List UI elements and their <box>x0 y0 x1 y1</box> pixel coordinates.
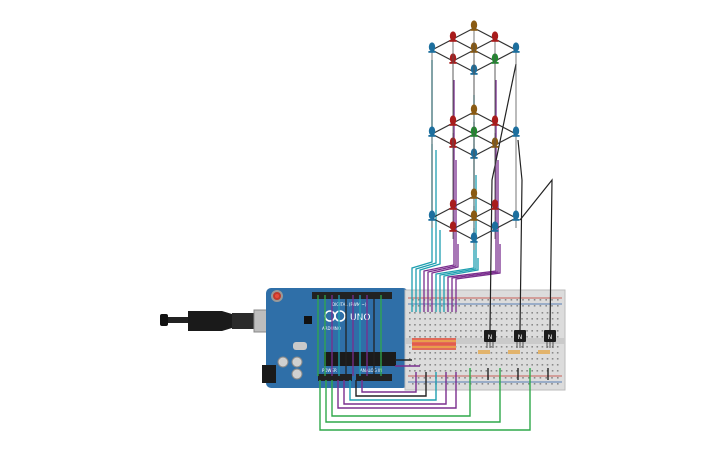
led[interactable] <box>491 115 499 133</box>
led[interactable] <box>491 31 499 49</box>
transistor-2-marking: N <box>518 334 523 341</box>
led[interactable] <box>449 199 457 217</box>
transistor-2[interactable]: N <box>514 330 526 348</box>
wire[interactable] <box>431 244 459 312</box>
bottom-wires[interactable] <box>319 359 549 431</box>
transistor-3-marking: N <box>548 334 553 341</box>
led[interactable] <box>491 221 499 239</box>
power-jack <box>262 365 276 383</box>
wire-bundle[interactable] <box>317 60 553 376</box>
layer-wire[interactable] <box>517 139 523 331</box>
wire[interactable] <box>439 175 477 312</box>
led[interactable] <box>428 42 436 60</box>
wire[interactable] <box>411 60 433 312</box>
layer-wire[interactable] <box>489 63 517 331</box>
usb-cable[interactable] <box>160 309 283 333</box>
analog-label: ANALOG IN <box>360 368 382 373</box>
led[interactable] <box>449 221 457 239</box>
led[interactable] <box>449 31 457 49</box>
led[interactable] <box>512 126 520 144</box>
power-header <box>318 374 352 381</box>
led[interactable] <box>470 210 478 228</box>
wire[interactable] <box>443 258 479 312</box>
icsp-header <box>304 316 312 324</box>
led[interactable] <box>470 232 478 250</box>
layer-wire[interactable] <box>519 178 553 331</box>
led[interactable] <box>512 42 520 60</box>
led-layer-3 <box>428 188 520 250</box>
led[interactable] <box>470 20 478 38</box>
led[interactable] <box>491 199 499 217</box>
led[interactable] <box>470 188 478 206</box>
transistor-1[interactable]: N <box>484 330 496 348</box>
led[interactable] <box>428 210 436 228</box>
analog-header <box>356 374 392 381</box>
wire[interactable] <box>419 230 441 312</box>
transistor-1-marking: N <box>488 334 493 341</box>
led[interactable] <box>470 104 478 122</box>
led[interactable] <box>428 126 436 144</box>
power-label: POWER <box>322 368 337 373</box>
digital-label: DIGITAL (PWM ~) <box>332 302 367 307</box>
resistor-bank[interactable] <box>412 338 456 350</box>
digital-header <box>312 292 392 299</box>
led-cube <box>428 20 520 250</box>
wire[interactable] <box>447 80 497 312</box>
wire[interactable] <box>451 160 499 312</box>
transistor-3[interactable]: N <box>544 330 556 348</box>
wire[interactable] <box>415 150 437 312</box>
wire[interactable] <box>427 160 457 312</box>
base-resistors[interactable] <box>478 350 550 354</box>
wire[interactable] <box>423 80 455 312</box>
led[interactable] <box>449 115 457 133</box>
led[interactable] <box>512 210 520 228</box>
wire[interactable] <box>455 244 501 312</box>
arduino-uno-board[interactable]: UNO DIGITAL (PWM ~) ANALOG IN POWER ARDU… <box>262 288 408 388</box>
